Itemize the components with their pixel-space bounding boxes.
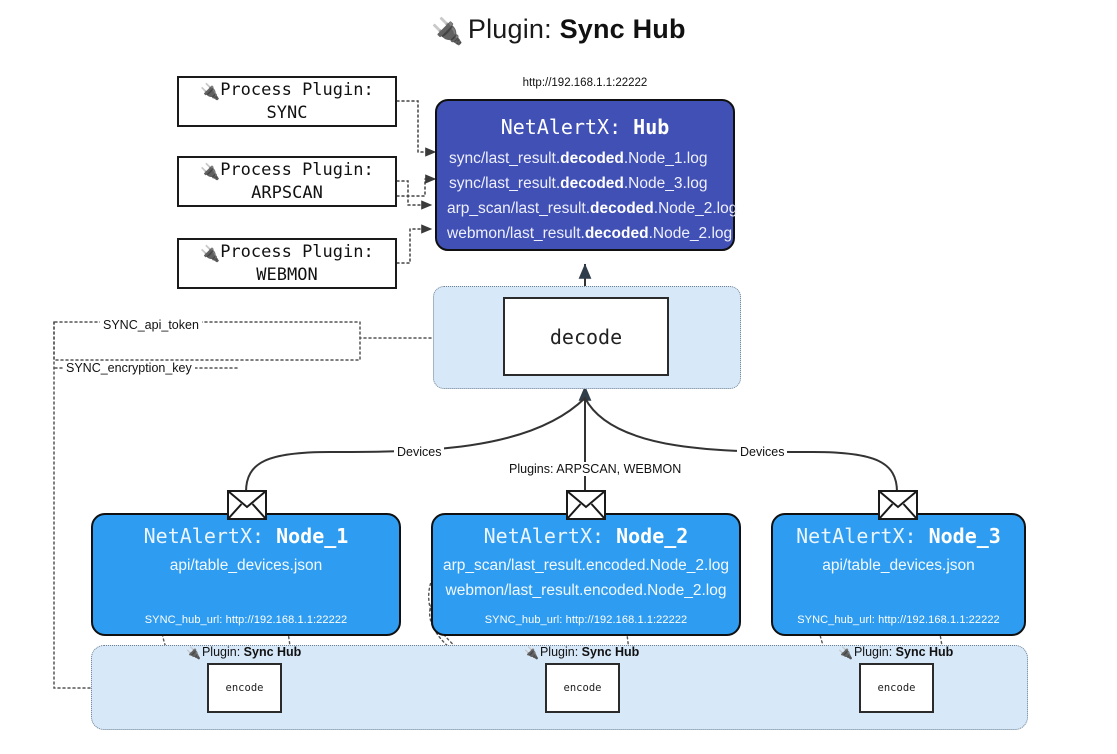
plugins-mid-label: Plugins: ARPSCAN, WEBMON [506,462,685,476]
node-2-footer: SYNC_hub_url: http://192.168.1.1:22222 [484,614,688,626]
envelope-icon-node-1 [227,490,267,525]
process-plugin-sync-line1: 🔌Process Plugin: [200,79,374,101]
encoder-3-caption: 🔌Plugin: Sync Hub [838,645,954,660]
plug-icon: 🔌 [200,161,221,181]
hub-header: NetAlertX: Hub [500,115,670,139]
sync-encryption-key-label: SYNC_encryption_key [63,361,195,375]
node-1-header: NetAlertX: Node_1 [143,524,349,548]
sync-api-token-label: SYNC_api_token [100,318,202,332]
node-3-box[interactable]: NetAlertX: Node_3 api/table_devices.json… [771,513,1026,636]
devices-left-label: Devices [394,445,445,459]
node-2-line-2: webmon/last_result.encoded.Node_2.log [445,582,727,600]
encoder-2-box[interactable]: encode [545,663,620,713]
process-plugin-sync-line2: SYNC [266,102,308,123]
node-3-body: api/table_devices.json [773,554,1024,614]
node-1-footer: SYNC_hub_url: http://192.168.1.1:22222 [144,614,348,626]
hub-log-line-1: sync/last_result.decoded.Node_1.log [449,150,708,167]
process-plugin-webmon-line1: 🔌Process Plugin: [200,241,374,263]
devices-right-label: Devices [737,445,788,459]
encoder-1-box[interactable]: encode [207,663,282,713]
plug-icon: 🔌 [200,243,221,263]
page-title: 🔌Plugin: Sync Hub [0,14,1117,47]
plug-icon: 🔌 [200,81,221,101]
hub-url-label: http://192.168.1.1:22222 [522,77,648,89]
process-plugin-arpscan-line2: ARPSCAN [251,182,323,203]
hub-log-line-2: sync/last_result.decoded.Node_3.log [449,175,708,193]
plug-icon: 🔌 [186,646,201,660]
hub-log-line-3: arp_scan/last_result.decoded.Node_2.log [447,200,738,218]
node-2-box[interactable]: NetAlertX: Node_2 arp_scan/last_result.e… [431,513,741,636]
node-1-body: api/table_devices.json [93,554,399,614]
page-title-strong: Sync Hub [559,14,686,44]
node-2-body: arp_scan/last_result.encoded.Node_2.log … [433,554,739,614]
node-1-box[interactable]: NetAlertX: Node_1 api/table_devices.json… [91,513,401,636]
process-plugin-webmon-line2: WEBMON [256,264,318,285]
node-2-line-1: arp_scan/last_result.encoded.Node_2.log [442,557,730,574]
envelope-icon-node-3 [878,490,918,525]
node-3-line-1: api/table_devices.json [822,557,975,574]
encoder-2-caption: 🔌Plugin: Sync Hub [524,645,640,660]
encoder-1-caption: 🔌Plugin: Sync Hub [186,645,302,660]
hub-box[interactable]: NetAlertX: Hub sync/last_result.decoded.… [435,99,738,251]
plug-icon: 🔌 [524,646,539,660]
envelope-icon-node-2 [566,490,606,525]
page-title-lead: Plugin: [467,14,552,44]
node-2-header: NetAlertX: Node_2 [483,524,689,548]
process-plugin-arpscan-box[interactable]: 🔌Process Plugin: ARPSCAN [177,156,397,207]
node-3-footer: SYNC_hub_url: http://192.168.1.1:22222 [797,614,1000,626]
process-plugin-webmon-box[interactable]: 🔌Process Plugin: WEBMON [177,238,397,289]
plug-icon: 🔌 [431,16,464,46]
node-3-header: NetAlertX: Node_3 [796,524,1001,548]
encoder-3-box[interactable]: encode [859,663,934,713]
process-plugin-arpscan-line1: 🔌Process Plugin: [200,159,374,181]
process-plugin-sync-box[interactable]: 🔌Process Plugin: SYNC [177,76,397,127]
plug-icon: 🔌 [838,646,853,660]
node-1-line-1: api/table_devices.json [169,557,323,574]
decode-box[interactable]: decode [503,297,669,376]
hub-log-line-4: webmon/last_result.decoded.Node_2.log [447,225,733,243]
